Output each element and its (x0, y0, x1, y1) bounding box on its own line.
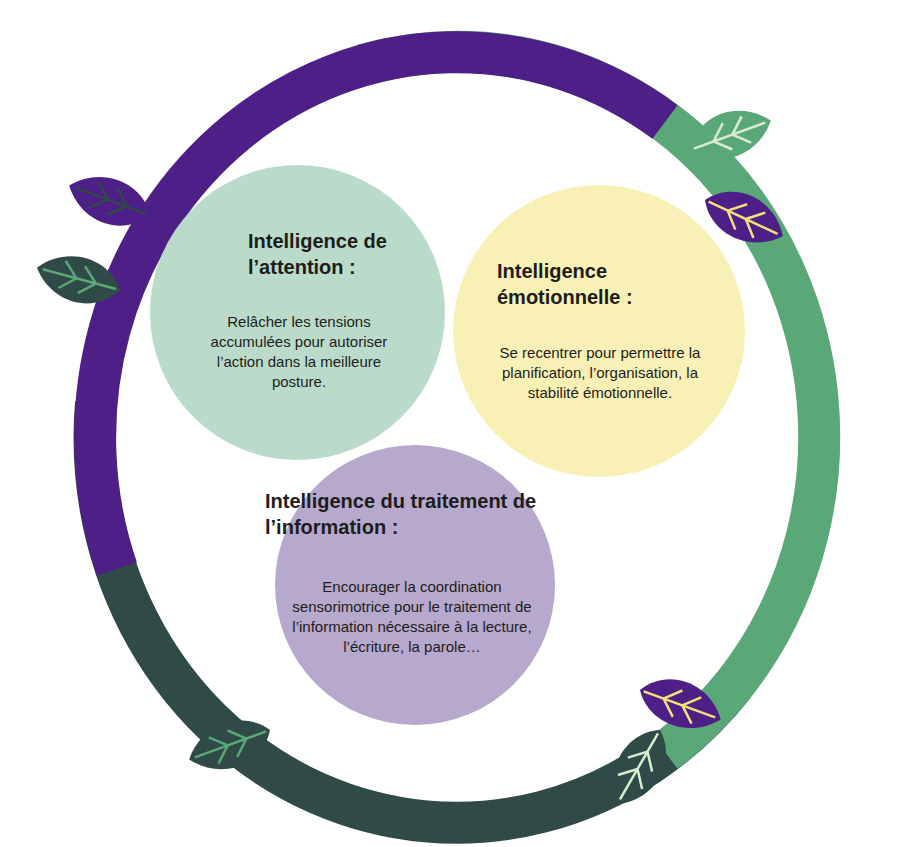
attention-circle: Intelligence de l’attention : Relâcher le… (150, 165, 445, 460)
node-heading: Intelligence du traitement de l’informat… (265, 488, 565, 540)
node-body: Relâcher les tensions accumulées pour au… (188, 312, 410, 392)
emotion-circle: Intelligence émotionnelle : Se recentrer … (453, 185, 745, 477)
node-body: Se recentrer pour permettre la planifica… (481, 343, 719, 403)
node-body: Encourager la coordination sensorimotric… (277, 577, 547, 657)
information-circle: Intelligence du traitement de l’informat… (275, 445, 555, 725)
leaves (31, 99, 793, 816)
node-heading: Intelligence de l’attention : (248, 228, 438, 280)
node-heading: Intelligence émotionnelle : (497, 258, 697, 310)
